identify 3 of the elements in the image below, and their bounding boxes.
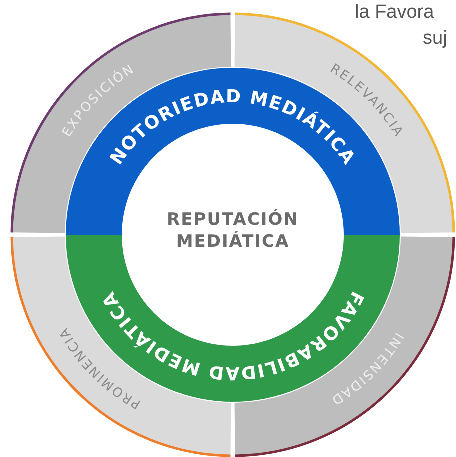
clipped-text: la Favora xyxy=(355,2,434,24)
clipped-text: suj xyxy=(423,28,448,50)
center-label: REPUTACIÓN MEDIÁTICA xyxy=(166,209,300,253)
